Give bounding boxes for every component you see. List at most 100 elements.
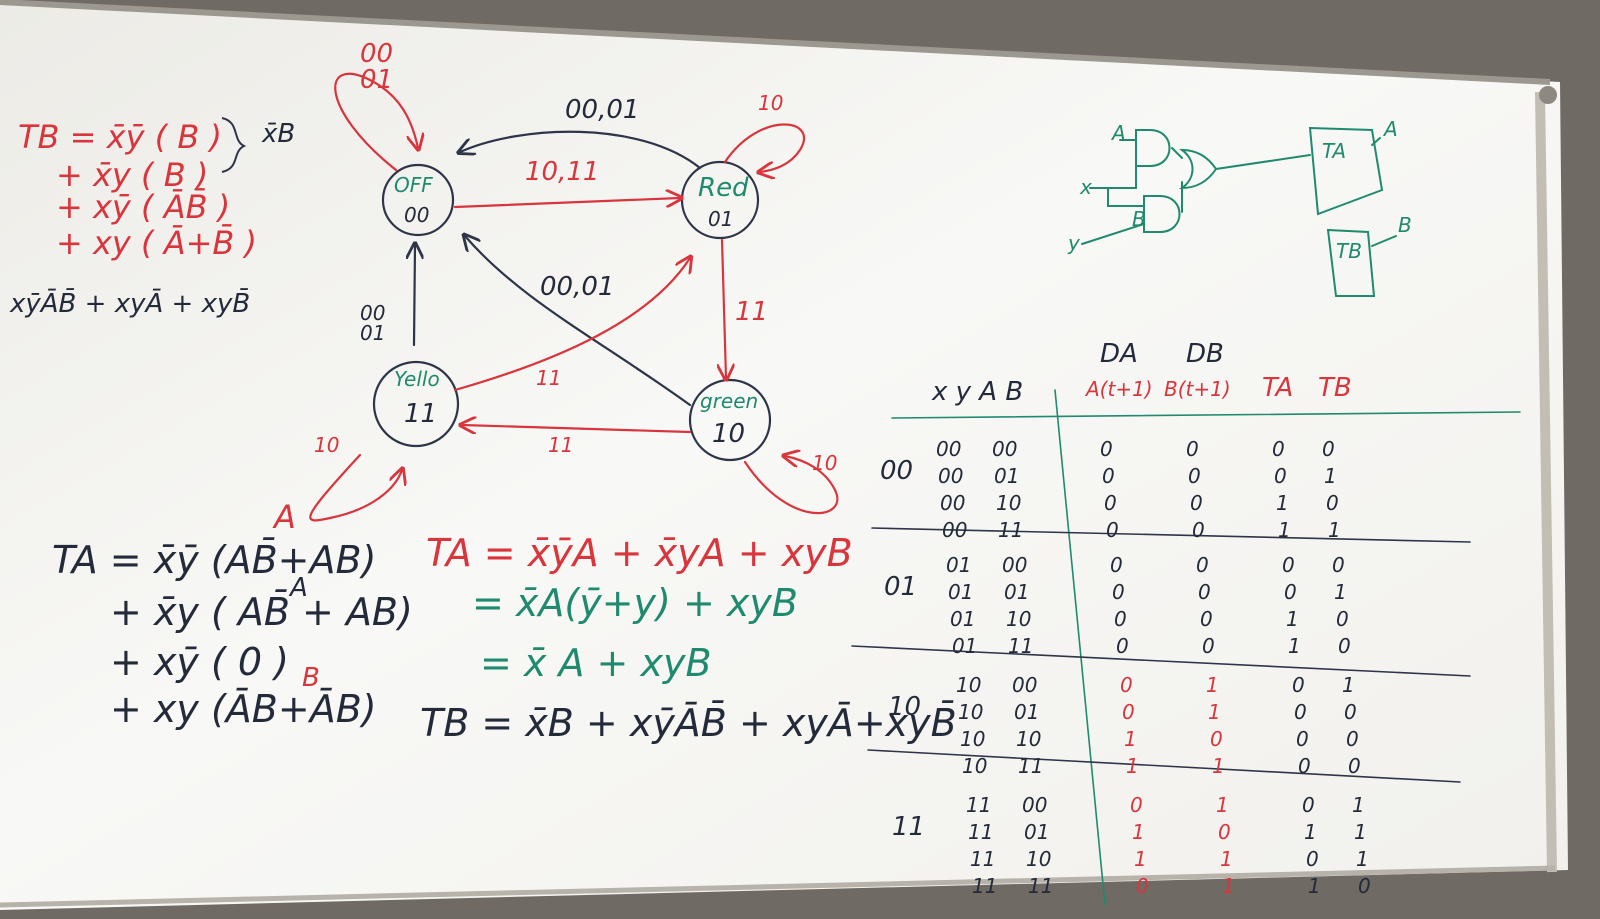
cell-db: 1 [1212,754,1225,778]
cell-ab: 10 [1026,847,1051,871]
and-gate-2 [1143,195,1181,233]
cell-tb: 1 [1334,580,1347,604]
cell-da: 1 [1124,727,1137,751]
header-db-sub: B(t+1) [1164,377,1231,401]
cell-ab: 00 [1002,553,1027,577]
label-green-to-off: 00,01 [540,272,614,302]
cell-db: 0 [1210,727,1223,751]
cell-xy: 10 [960,727,985,751]
edge-off-self [334,72,418,172]
cell-ab: 11 [1018,754,1043,778]
cell-ta: 0 [1298,754,1311,778]
edge-yellow-to-off [414,245,415,347]
edge-green-self [743,456,839,515]
edge-green-to-yellow [462,425,692,432]
ta-simp-line-3: = x̄ A + xyB [480,641,712,685]
cell-xy: 11 [970,847,995,871]
group-rule-1 [871,527,1471,543]
state-yellow-circle [372,360,460,448]
label-off-to-red: 10,11 [525,157,599,187]
cell-ab: 01 [1014,700,1039,724]
tb-line-1: TB = x̄ȳ ( B ) [18,118,222,156]
or-gate [1178,148,1218,190]
annotation-yellow-a: A [272,498,296,536]
cell-xy: 10 [962,754,987,778]
cell-da: 0 [1130,793,1143,817]
cell-ab: 01 [994,464,1019,488]
cell-xy: 01 [950,607,975,631]
tb-line-4: + xy ( Ā+B̄ ) [56,223,257,262]
cell-ta: 0 [1296,727,1309,751]
cell-ta: 0 [1294,700,1307,724]
cell-ta: 1 [1308,874,1321,898]
cell-ta: 0 [1292,673,1305,697]
cell-tb: 0 [1332,553,1345,577]
circuit-label-ff-b: TB [1336,239,1362,263]
ta-line-2: + x̄y ( AB̄ + AB) [110,590,413,634]
state-green-code: 10 [712,419,745,449]
edge-yellow-self [309,453,402,522]
cell-db: 1 [1220,847,1233,871]
cell-db: 1 [1208,700,1221,724]
label-red-self: 10 [758,91,783,115]
cell-xy: 01 [946,553,971,577]
cell-ab: 00 [992,437,1017,461]
tb-derivation: TB = x̄ȳ ( B ) + x̄y ( B ) + xȳ ( ĀB̄ ) … [9,117,295,319]
cell-tb: 1 [1354,820,1367,844]
edge-red-to-off [460,130,702,170]
cell-ab: 01 [1004,580,1029,604]
cell-db: 0 [1186,437,1199,461]
header-ta: TA [1262,373,1293,403]
cell-ta: 1 [1304,820,1317,844]
truth-table-lines [851,389,1521,906]
cell-tb: 0 [1358,874,1371,898]
cell-da: 0 [1112,580,1125,604]
cell-ab: 00 [1012,673,1037,697]
cell-db: 0 [1198,580,1211,604]
label-yellow-self: 10 [314,433,339,457]
cell-xy: 10 [956,673,981,697]
circuit-label-y-in: y [1067,231,1081,255]
cell-ta: 1 [1278,518,1291,542]
ta-note-b: B [302,663,320,693]
circuit-label-b-in: B [1132,207,1146,231]
cell-ab: 10 [1016,727,1041,751]
label-red-to-green: 11 [735,297,768,327]
cell-db: 0 [1202,634,1215,658]
cell-db: 0 [1200,607,1213,631]
cell-db: 1 [1222,874,1235,898]
group-label-0: 00 [880,456,913,486]
cell-xy: 00 [938,464,963,488]
state-labels: OFF 00 Red 01 Yello 11 green 10 [394,173,758,449]
header-db: DB [1186,339,1224,369]
cell-tb: 0 [1348,754,1361,778]
state-yellow-code: 11 [404,399,437,429]
cell-tb: 1 [1342,673,1355,697]
edge-red-self [723,123,806,172]
circuit-label-ff-b-out: B [1398,213,1412,237]
state-diagram [309,72,839,522]
cell-da: 0 [1104,491,1117,515]
state-green-name: green [700,389,758,413]
cell-da: 1 [1126,754,1139,778]
header-rule [891,411,1521,419]
edge-yellow-to-red [453,258,690,392]
header-xyab: x y A B [931,377,1023,407]
group-rule-2 [851,645,1471,677]
cell-ta: 0 [1284,580,1297,604]
ta-simp-line-1: TA = x̄ȳA + x̄yA + xyB [426,531,853,575]
cell-xy: 00 [940,491,965,515]
cell-da: 1 [1134,847,1147,871]
and-gate-1 [1135,129,1171,167]
state-off-name: OFF [394,173,433,197]
ta-line-1: TA = x̄ȳ (AB̄+AB) [52,538,376,582]
cell-tb: 0 [1338,634,1351,658]
cell-ab: 10 [996,491,1021,515]
cell-xy: 11 [968,820,993,844]
cell-da: 0 [1102,464,1115,488]
cell-tb: 0 [1346,727,1359,751]
cell-xy: 11 [966,793,991,817]
cell-ta: 0 [1272,437,1285,461]
